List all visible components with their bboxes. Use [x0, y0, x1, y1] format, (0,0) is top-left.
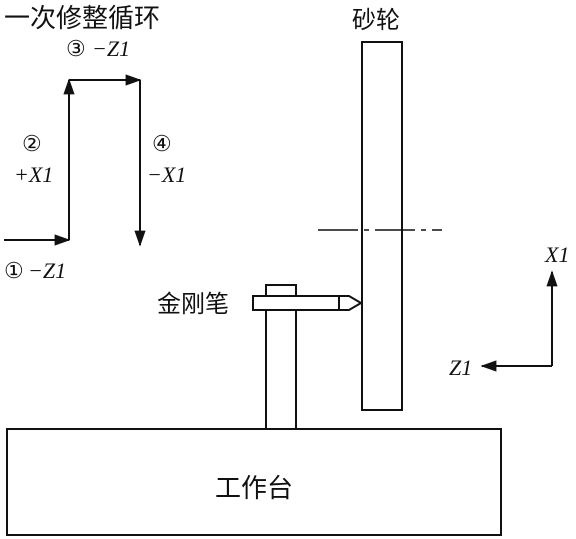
grinding-wheel-label: 砂轮 — [352, 6, 400, 34]
step-3-number: ③ — [66, 36, 86, 61]
step-2-direction: +X1 — [14, 162, 53, 187]
diagram-title: 一次修整循环 — [4, 4, 160, 34]
diamond-dresser-label: 金刚笔 — [157, 290, 229, 318]
step-3-direction: −Z1 — [92, 36, 130, 61]
diamond-tip — [338, 295, 363, 311]
step-4-number: ④ — [152, 131, 172, 156]
step-2-number: ② — [22, 131, 42, 156]
step-1-direction: −Z1 — [28, 258, 66, 283]
worktable-label: 工作台 — [215, 474, 293, 504]
grinding-wheel — [361, 41, 403, 411]
worktable — [6, 428, 502, 536]
step-4-direction: −X1 — [147, 162, 186, 187]
x-axis-label: X1 — [544, 242, 569, 267]
step-1-number: ① — [4, 258, 24, 283]
dresser-body — [252, 295, 340, 311]
z-axis-label: Z1 — [449, 355, 472, 380]
cycle-path — [4, 74, 146, 247]
coordinate-axes: X1 Z1 — [449, 242, 569, 380]
